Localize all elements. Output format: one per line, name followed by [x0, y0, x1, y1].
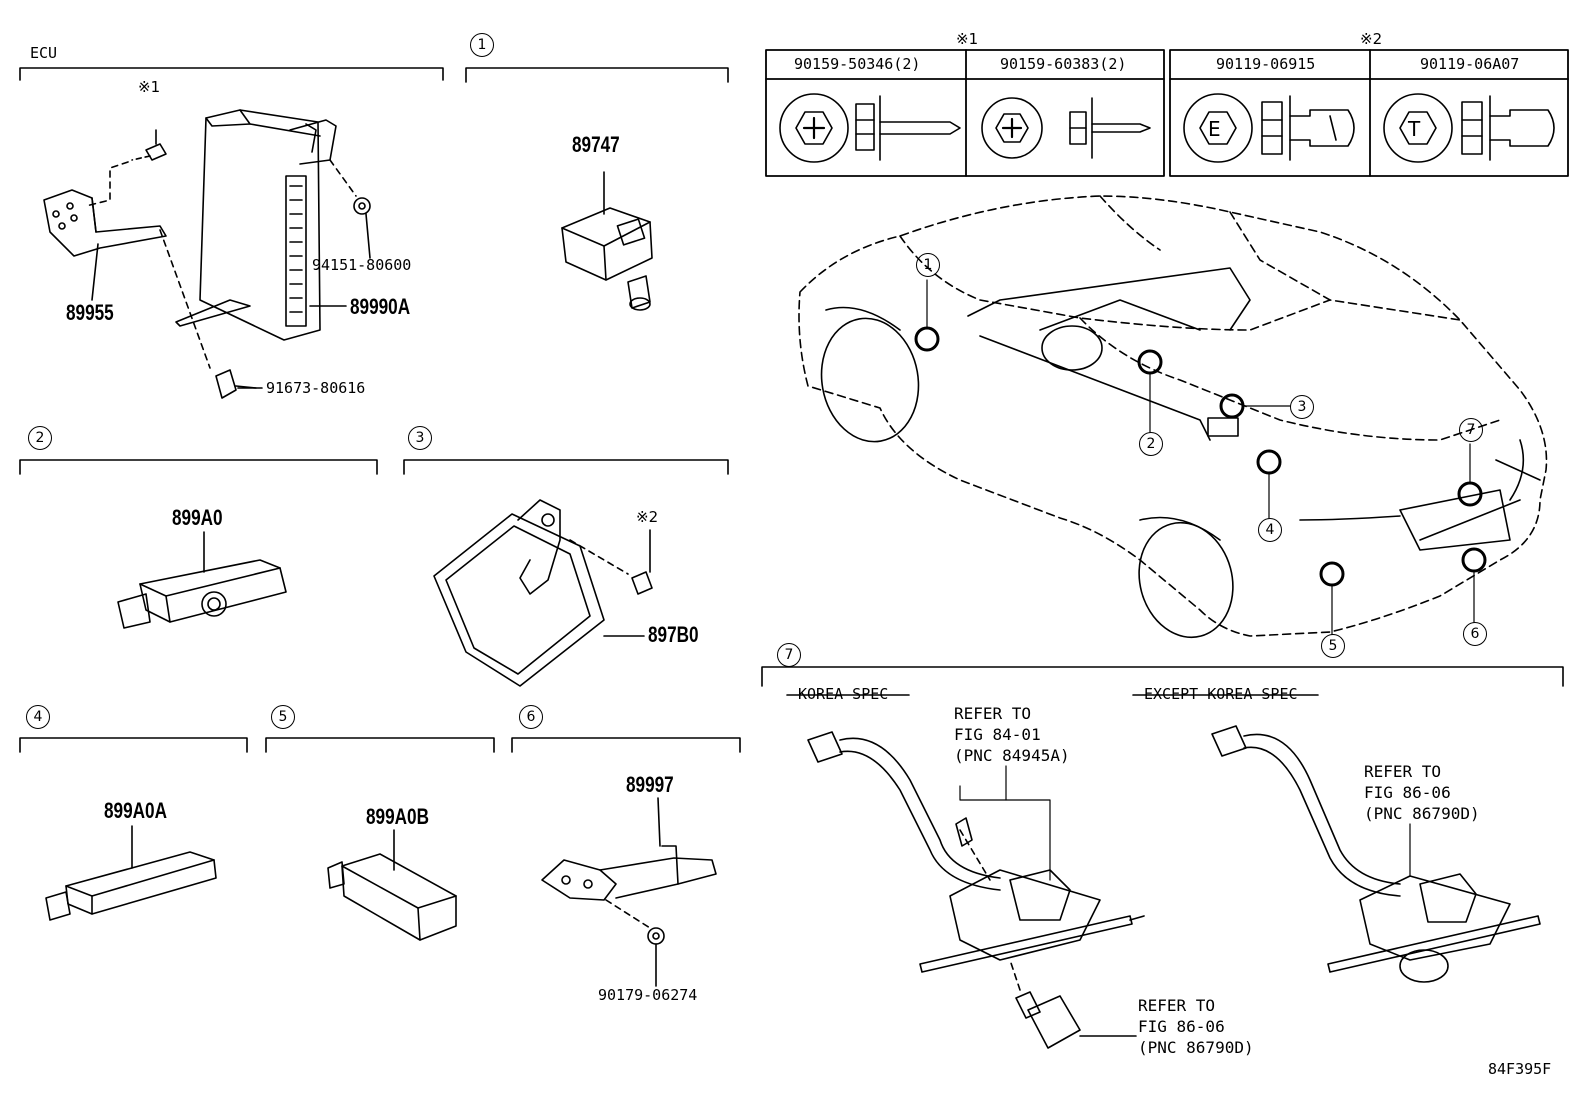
section-number-5: 5 [271, 705, 295, 729]
section-title-ecu: ECU [30, 44, 58, 62]
refer-fig-86-06-korea[interactable]: REFER TO FIG 86-06 (PNC 86790D) [1138, 996, 1254, 1057]
section-brackets [19, 67, 1564, 753]
section-number-7: 7 [777, 643, 801, 667]
part-label-897b0[interactable]: 897B0 [648, 622, 699, 647]
refer-fig-86-06-except[interactable]: REFER TO FIG 86-06 (PNC 86790D) [1364, 762, 1480, 823]
part-label-91673-80616[interactable]: 91673-80616 [266, 379, 366, 397]
part-label-89747[interactable]: 89747 [572, 132, 620, 157]
car-callout-leaders [926, 279, 1475, 635]
car-callout-6[interactable]: 6 [1463, 622, 1487, 646]
fastener-table-grid [765, 49, 1569, 177]
bolt-icon-1 [779, 93, 961, 163]
part-label-899a0a[interactable]: 899A0A [104, 798, 167, 823]
part-label-94151-80600[interactable]: 94151-80600 [312, 256, 412, 274]
head-mark-t: T [1408, 117, 1421, 141]
refer-fig-84-01[interactable]: REFER TO FIG 84-01 (PNC 84945A) [954, 704, 1070, 765]
module-897B0 [433, 499, 653, 687]
section-number-3: 3 [408, 426, 432, 450]
section-number-2: 2 [28, 426, 52, 450]
fastener-code-1[interactable]: 90159-50346(2) [794, 55, 921, 73]
part-label-89955[interactable]: 89955 [66, 300, 114, 325]
sensor-89747 [561, 171, 653, 311]
car-outline [798, 195, 1548, 637]
car-callout-4[interactable]: 4 [1258, 518, 1282, 542]
ecu-note-mark: ※1 [138, 78, 161, 96]
fastener-code-2[interactable]: 90159-60383(2) [1000, 55, 1127, 73]
car-wheels [820, 306, 1234, 639]
figure-code: 84F395F [1488, 1060, 1552, 1078]
car-interior [967, 267, 1541, 551]
label-except-korea-spec: EXCEPT KOREA SPEC [1144, 685, 1298, 703]
ecu-bracket-89955 [43, 189, 167, 301]
table-note-2: ※2 [1360, 30, 1383, 48]
part-label-90179-06274[interactable]: 90179-06274 [598, 986, 698, 1004]
table-note-1: ※1 [956, 30, 979, 48]
module-899A0B [327, 829, 457, 941]
module-899A0 [117, 531, 287, 629]
fastener-code-4[interactable]: 90119-06A07 [1420, 55, 1520, 73]
section-number-1: 1 [470, 33, 494, 57]
section-number-4: 4 [26, 705, 50, 729]
korea-camera-assembly [807, 731, 1145, 1049]
car-callout-3[interactable]: 3 [1290, 395, 1314, 419]
bolt-icon-3 [1183, 93, 1355, 163]
section-number-6: 6 [519, 705, 543, 729]
car-callout-markers [914, 326, 1487, 587]
car-callout-1[interactable]: 1 [916, 253, 940, 277]
bolt-icon-4 [1383, 93, 1555, 163]
car-callout-7[interactable]: 7 [1459, 418, 1483, 442]
ecu-module-89990A [175, 109, 347, 341]
part-label-89990a[interactable]: 89990A [350, 294, 411, 319]
label-korea-spec: KOREA SPEC [798, 685, 889, 703]
sensor-89997 [541, 797, 717, 987]
module-899A0A [45, 825, 217, 921]
ecu-fasteners [85, 129, 371, 399]
car-callout-5[interactable]: 5 [1321, 634, 1345, 658]
fastener-code-3[interactable]: 90119-06915 [1216, 55, 1316, 73]
car-callout-2[interactable]: 2 [1139, 432, 1163, 456]
s3-note-mark: ※2 [636, 508, 659, 526]
bolt-icon-2 [981, 97, 1151, 159]
except-korea-camera-assembly [1211, 725, 1541, 983]
part-label-899a0b[interactable]: 899A0B [366, 804, 429, 829]
head-mark-e: E [1208, 117, 1221, 141]
part-label-89997[interactable]: 89997 [626, 772, 674, 797]
part-label-899a0[interactable]: 899A0 [172, 505, 223, 530]
